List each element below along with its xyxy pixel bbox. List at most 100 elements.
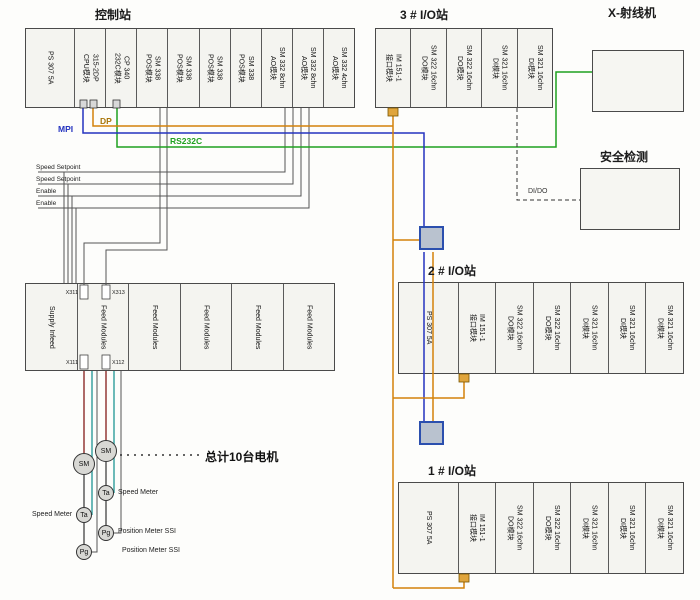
module: SM 338 POS模块 xyxy=(231,29,262,107)
module: CP 340 232C模块 xyxy=(106,29,138,107)
encoder-line-1 xyxy=(92,371,98,553)
io-station-3-title: 3 # I/O站 xyxy=(400,8,449,22)
dp-branch-io2 xyxy=(393,382,465,399)
module: SM 338 POS模块 xyxy=(200,29,231,107)
module: IM 151-1 接口模块 xyxy=(459,283,497,373)
module: 315-2DP CPU模块 xyxy=(75,29,107,107)
module: SM 332 4chn AO模块 xyxy=(330,47,348,89)
connector-x311-label: X311 xyxy=(66,290,78,296)
encoder-pg-1-label: Pg xyxy=(79,548,89,556)
module: SM 332 8chn AO模块 xyxy=(262,29,293,107)
speed-setpoint-label-1: Speed Setpoint xyxy=(36,164,81,171)
module: Supply Infeed xyxy=(26,284,78,370)
encoder-pg-2: Pg xyxy=(98,525,114,541)
module: IM 151-1 接口模块 xyxy=(376,29,412,107)
motor-sm-2-label: SM xyxy=(100,447,112,455)
motor-sm-1-label: SM xyxy=(78,460,90,468)
module: SM 322 16chn DO模块 xyxy=(447,29,483,107)
module: SM 321 16chn DI模块 xyxy=(609,483,647,573)
module: SM 321 16chn DI模块 xyxy=(656,305,673,351)
module: SM 321 16chn DI模块 xyxy=(482,29,518,107)
connector-x112 xyxy=(101,354,111,370)
io-station-1-title: 1 # I/O站 xyxy=(428,464,477,478)
module: SM 322 16chn DO模块 xyxy=(411,29,447,107)
connector-x111 xyxy=(79,354,89,370)
module: SM 321 16chn DI模块 xyxy=(526,45,543,91)
motor-sm-2: SM xyxy=(95,440,117,462)
enable-label-1: Enable xyxy=(36,188,57,195)
module: SM 321 16chn DI模块 xyxy=(571,283,609,373)
connector-x313 xyxy=(101,284,111,300)
dido-bus-label: DI/DO xyxy=(528,188,548,195)
module: Feed Modules xyxy=(232,284,284,370)
im1-terminal xyxy=(458,573,470,583)
operator-panel-1 xyxy=(419,226,444,250)
connector-x311 xyxy=(79,284,89,300)
im3-terminal xyxy=(387,107,399,117)
module: Feed Modules xyxy=(129,284,181,370)
module: Feed Modules xyxy=(181,284,232,370)
dp-bus-line xyxy=(92,108,393,127)
dp-port xyxy=(89,99,98,109)
mpi-bus-line xyxy=(82,108,425,226)
encoder-line-2 xyxy=(114,371,122,534)
xray-machine-box xyxy=(592,50,684,112)
safety-title: 安全检测 xyxy=(600,150,649,164)
module: SM 338 POS模块 xyxy=(168,29,200,107)
module: PS 307 5A xyxy=(399,283,459,373)
module: SM 321 16chn DI模块 xyxy=(571,483,609,573)
tacho-ta-1: Ta xyxy=(76,507,92,523)
connector-x313-label: X313 xyxy=(112,290,125,296)
dp-branch-io1 xyxy=(393,582,465,589)
speed-setpoint-wire-1 xyxy=(38,108,286,173)
operator-panel-2 xyxy=(419,421,444,445)
im2-terminal xyxy=(458,373,470,383)
tacho-ta-1-label: Ta xyxy=(80,511,88,519)
module: SM 332 8chn AO模块 xyxy=(293,29,324,107)
enable-wire-1 xyxy=(38,108,302,197)
module: PS 307 5A xyxy=(399,483,459,573)
xray-title: X-射线机 xyxy=(608,6,657,20)
speed-meter-label-1: Speed Meter xyxy=(32,511,73,518)
dido-line xyxy=(516,108,580,201)
mpi-bus-label: MPI xyxy=(58,124,74,134)
speed-meter-label-2: Speed Meter xyxy=(118,489,159,496)
enable-label-2: Enable xyxy=(36,200,57,207)
dp-bus-label: DP xyxy=(100,116,112,126)
speed-setpoint-wire-2 xyxy=(38,108,294,185)
encoder-pg-2-label: Pg xyxy=(101,529,111,537)
module: SM 321 16chn DI模块 xyxy=(656,505,673,551)
connector-x112-label: X112 xyxy=(112,360,124,366)
rs232c-bus-label: RS232C xyxy=(170,136,203,146)
safety-detection-box xyxy=(580,168,680,230)
connector-x111-label: X111 xyxy=(66,360,78,366)
speed-setpoint-label-2: Speed Setpoint xyxy=(36,176,81,183)
control-station-title: 控制站 xyxy=(95,8,132,22)
encoder-pg-1: Pg xyxy=(76,544,92,560)
module: Feed Modules xyxy=(78,284,129,370)
motor-sm-1: SM xyxy=(73,453,95,475)
module: IM 151-1 接口模块 xyxy=(459,483,497,573)
module: SM 322 16chn DO模块 xyxy=(534,483,572,573)
module: SM 322 16chn DO模块 xyxy=(534,283,572,373)
io-station-2-title: 2 # I/O站 xyxy=(428,264,477,278)
module: SM 321 16chn DI模块 xyxy=(609,283,647,373)
serial-port xyxy=(112,99,121,109)
module: SM 338 POS模块 xyxy=(137,29,169,107)
module: Feed Modules xyxy=(305,304,313,350)
module: SM 322 16chn DO模块 xyxy=(496,483,534,573)
rs232c-line xyxy=(116,71,592,148)
module: PS 307 5A xyxy=(26,29,76,107)
module: SM 322 16chn DO模块 xyxy=(496,283,534,373)
position-meter-label-2: Position Meter SSI xyxy=(118,528,176,535)
mpi-port xyxy=(79,99,88,109)
pos-module-wire-2 xyxy=(105,108,168,285)
total-motors-note: 总计10台电机 xyxy=(205,450,279,464)
